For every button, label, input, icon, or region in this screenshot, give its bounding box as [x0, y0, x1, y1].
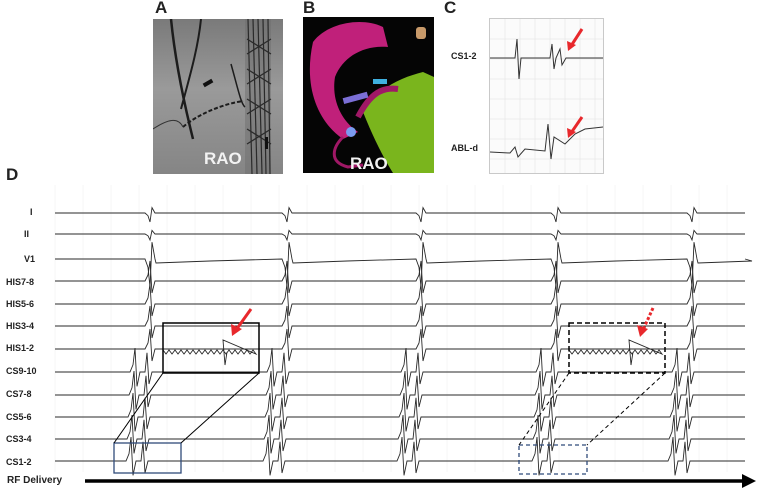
panel-letter-a: A: [155, 0, 168, 17]
channel-label-abl-d-c: ABL-d: [451, 143, 478, 153]
trace-his5-6: [55, 283, 745, 317]
lead-label-cs1-2: CS1-2: [6, 457, 32, 467]
view-label-b: RAO: [350, 154, 388, 173]
trace-v1: [55, 242, 753, 288]
lead-label-his1-2: HIS1-2: [6, 343, 35, 353]
trace-his3-4: [55, 305, 745, 339]
trace-ii: [55, 229, 745, 242]
lead-label-cs7-8: CS7-8: [6, 389, 32, 399]
red-arrow: [231, 308, 253, 336]
fluoroscopy-catheters: [152, 18, 272, 175]
lead-label-his3-4: HIS3-4: [6, 321, 35, 331]
red-dashed-arrow: [637, 307, 655, 337]
lead-label-his5-6: HIS5-6: [6, 299, 35, 309]
lead-label-ii: II: [24, 229, 30, 239]
channel-label-cs1-2-c: CS1-2: [451, 51, 477, 61]
zoomed-electrogram: [489, 18, 604, 174]
inset-trace: [162, 339, 258, 366]
trace-cs3-4: [55, 414, 745, 454]
trace-i: [55, 206, 745, 223]
lead-label-v1: V1: [24, 254, 36, 264]
lead-label-cs9-10: CS9-10: [6, 366, 37, 376]
trace-cs1-2: [55, 436, 745, 476]
panel-letter-d: D: [6, 165, 19, 184]
panel-letter-c: C: [444, 0, 457, 17]
electroanatomic-map: RAO: [303, 17, 434, 173]
source-box-dashed: [518, 444, 588, 475]
panel-letter-b: B: [303, 0, 316, 17]
inset-trace: [568, 339, 664, 366]
trace-his1-2: [55, 328, 745, 362]
lead-label-i: I: [30, 207, 33, 217]
lead-label-cs3-4: CS3-4: [6, 434, 32, 444]
map-volumes: [309, 22, 434, 173]
lead-label-cs5-6: CS5-6: [6, 412, 32, 422]
trace-cs5-6: [55, 392, 745, 432]
torso-orientation-icon: [416, 27, 426, 39]
source-box-solid: [113, 442, 182, 474]
trace-cs9-10: [55, 347, 745, 387]
rf-delivery-label: RF Delivery: [7, 475, 63, 486]
zoomed-traces: [489, 19, 604, 173]
intracardiac-electrograms: [54, 185, 756, 488]
zoom-inset-dashed: [568, 322, 666, 374]
red-arrow: [567, 116, 584, 138]
trace-his7-8: [55, 260, 745, 294]
view-label-a: RAO: [204, 149, 242, 168]
trace-cs7-8: [55, 370, 745, 410]
fluoroscopy-image: RAO: [152, 18, 283, 175]
red-arrow: [567, 28, 584, 51]
lead-label-his7-8: HIS7-8: [6, 277, 35, 287]
zoom-inset-solid: [162, 322, 260, 374]
